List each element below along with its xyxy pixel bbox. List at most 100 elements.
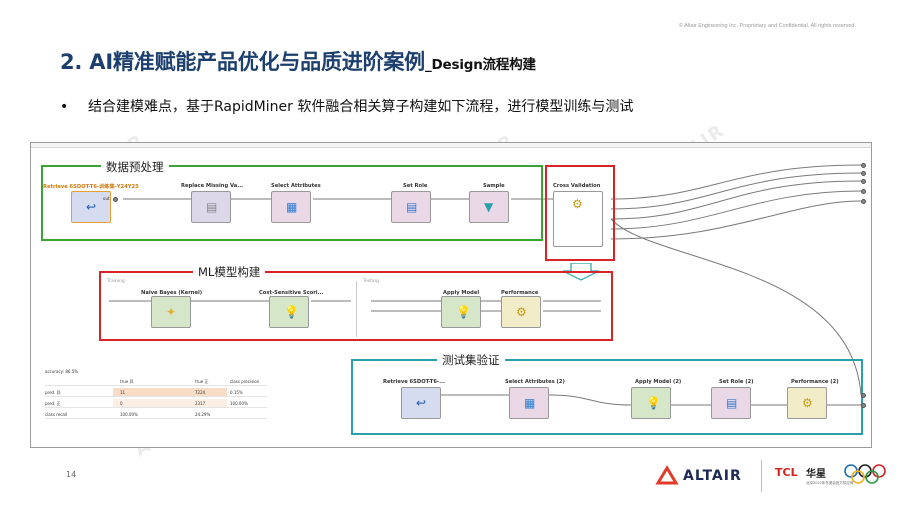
- table-cell: class recall: [45, 412, 68, 417]
- operator-select-attributes-2[interactable]: ▦: [509, 387, 549, 419]
- operator-set-role-2[interactable]: ▤: [711, 387, 751, 419]
- crossval-highlight: [545, 165, 615, 261]
- table-cell: 0.15%: [230, 390, 243, 395]
- operator-retrieve-2[interactable]: ↩: [401, 387, 441, 419]
- operator-cost-sensitive[interactable]: 💡: [269, 296, 309, 328]
- role-icon: ▤: [406, 200, 418, 214]
- bulb-icon: 💡: [456, 305, 471, 319]
- operator-name-select-attributes: Select Attributes: [271, 183, 321, 189]
- operator-name-naive-bayes: Naive Bayes (Kernel): [141, 290, 203, 296]
- tcl-logo-cn: 华星: [806, 469, 826, 480]
- filter-icon: ▼: [484, 200, 494, 214]
- table-row: class recall 100.00% 24.29%: [45, 410, 267, 419]
- table-header-row: true 异 true 正 class precision: [45, 377, 267, 386]
- title-main: 2. AI精准赋能产品优化与品质进阶案例: [60, 50, 425, 74]
- subprocess-divider: [356, 281, 357, 337]
- table-icon: ▦: [286, 200, 298, 214]
- tcl-sponsor-text: 北京2022年冬奥会官方供应商: [806, 481, 854, 485]
- performance-icon: ⚙: [802, 396, 813, 410]
- operator-sample[interactable]: ▼: [469, 191, 509, 223]
- operator-retrieve[interactable]: ↩: [71, 191, 111, 223]
- cross-validation-icon: ⚙: [572, 197, 583, 211]
- operator-name-set-role: Set Role: [403, 183, 428, 189]
- result-port[interactable]: [861, 189, 866, 194]
- operator-name-apply-model-2: Apply Model (2): [635, 379, 682, 385]
- operator-name-performance: Performance: [501, 290, 539, 296]
- operator-name-set-role-2: Set Role (2): [719, 379, 754, 385]
- footer-divider: [761, 460, 762, 492]
- group-ml: [99, 271, 613, 341]
- table-icon: ▦: [524, 396, 536, 410]
- table-cell: 2317: [195, 401, 206, 406]
- olympic-rings-icon: [844, 464, 886, 484]
- operator-naive-bayes[interactable]: ✦: [151, 296, 191, 328]
- operator-name-retrieve: Retrieve 6SDOT-T6-训练集-Y24Y25: [43, 184, 139, 190]
- result-port[interactable]: [861, 199, 866, 204]
- table-cell: pred. 异: [45, 390, 61, 395]
- group-label-preprocess: 数据预处理: [101, 159, 169, 175]
- table-caption-row: accuracy: 86.5%: [45, 367, 267, 376]
- operator-name-retrieve-2: Retrieve 6SDOT-T6-...: [383, 379, 445, 385]
- title-sub: _Design流程构建: [424, 57, 536, 73]
- operator-performance-2[interactable]: ⚙: [787, 387, 827, 419]
- result-port[interactable]: [861, 171, 866, 176]
- operator-select-attributes[interactable]: ▦: [271, 191, 311, 223]
- page-title: 2. AI精准赋能产品优化与品质进阶案例_Design流程构建: [60, 46, 536, 76]
- operator-performance[interactable]: ⚙: [501, 296, 541, 328]
- result-port[interactable]: [861, 179, 866, 184]
- bullet-marker: •: [60, 99, 69, 115]
- role-icon: ▤: [726, 396, 738, 410]
- bulb-icon: 💡: [646, 396, 661, 410]
- operator-name-performance-2: Performance (2): [791, 379, 839, 385]
- table-row: pred. 正 0 2317 100.00%: [45, 399, 267, 408]
- tcl-logo: TCL: [775, 466, 798, 479]
- table-row: pred. 异 11 7224 0.15%: [45, 388, 267, 397]
- group-preprocess: [41, 165, 543, 241]
- bayes-icon: ✦: [166, 305, 177, 319]
- operator-name-sample: Sample: [483, 183, 505, 189]
- result-port[interactable]: [861, 163, 866, 168]
- operator-replace-missing[interactable]: ▤: [191, 191, 231, 223]
- operator-name-select-attributes-2: Select Attributes (2): [505, 379, 565, 385]
- operator-cross-validation[interactable]: ⚙: [553, 191, 603, 247]
- table-header: class precision: [230, 379, 260, 384]
- result-port[interactable]: [861, 393, 866, 398]
- process-canvas[interactable]: 数据预处理 Retrieve 6SDOT-T6-训练集-Y24Y25 ↩ out…: [30, 142, 872, 448]
- operator-apply-model[interactable]: 💡: [441, 296, 481, 328]
- group-label-test: 测试集验证: [437, 352, 505, 368]
- subprocess-training-label: Training: [107, 279, 125, 284]
- port-out[interactable]: [113, 197, 118, 202]
- operator-set-role[interactable]: ▤: [391, 191, 431, 223]
- replace-icon: ▤: [206, 200, 218, 214]
- table-header: true 正: [195, 379, 209, 384]
- operator-name-apply-model: Apply Model: [443, 290, 480, 296]
- table-cell: 0: [120, 401, 123, 406]
- operator-name-replace-missing: Replace Missing Va...: [181, 183, 244, 189]
- table-caption: accuracy: 86.5%: [45, 369, 79, 374]
- operator-name-cost-sensitive: Cost-Sensitive Scori...: [259, 290, 324, 296]
- subprocess-testing-label: Testing: [363, 279, 379, 284]
- altair-logo-icon: [655, 465, 679, 485]
- retrieve-icon: ↩: [416, 396, 427, 410]
- performance-icon: ⚙: [516, 305, 527, 319]
- operator-apply-model-2[interactable]: 💡: [631, 387, 671, 419]
- table-cell: 24.29%: [195, 412, 211, 417]
- result-port[interactable]: [861, 403, 866, 408]
- table-header: true 异: [120, 379, 134, 384]
- page-number: 14: [66, 470, 77, 479]
- canvas-toolbar-strip: [31, 143, 871, 148]
- table-cell: pred. 正: [45, 401, 61, 406]
- group-label-ml: ML模型构建: [193, 264, 266, 280]
- table-cell: 100.00%: [120, 412, 138, 417]
- operator-name-cross-validation: Cross Validation: [553, 183, 601, 189]
- connection-lines: [109, 164, 866, 406]
- table-cell: 7224: [195, 390, 206, 395]
- table-cell: 100.00%: [230, 401, 248, 406]
- altair-logo-text: ALTAIR: [683, 468, 742, 484]
- retrieve-icon: ↩: [86, 200, 97, 214]
- bullet-text: 结合建模难点，基于RapidMiner 软件融合相关算子构建如下流程，进行模型训…: [88, 99, 634, 115]
- bulb-icon: 💡: [284, 305, 299, 319]
- bullet-point: • 结合建模难点，基于RapidMiner 软件融合相关算子构建如下流程，进行模型…: [60, 96, 633, 116]
- table-cell: 11: [120, 390, 126, 395]
- port-label-out: out: [103, 196, 110, 201]
